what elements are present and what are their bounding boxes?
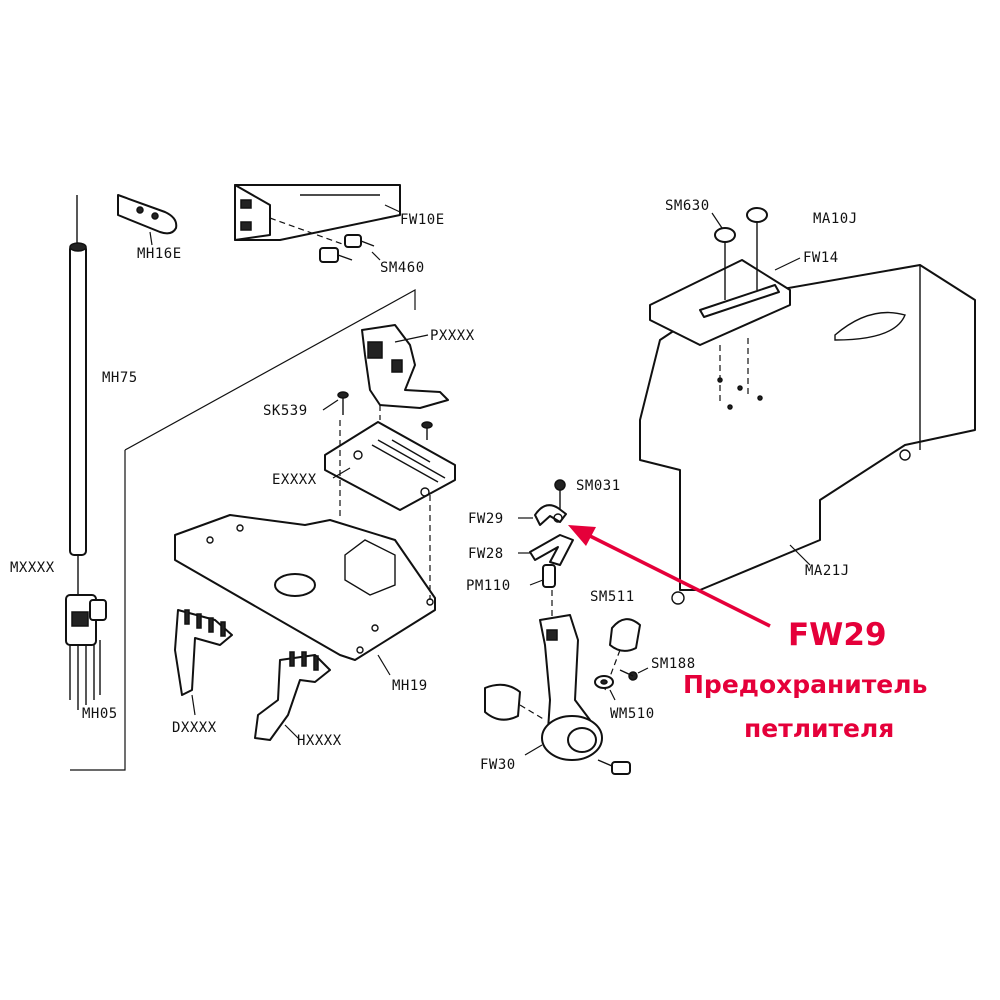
label-sm188: SM188: [651, 656, 696, 672]
label-fw30: FW30: [480, 757, 516, 773]
label-fw28: FW28: [468, 546, 504, 562]
callout-fw29: FW29 Предохранитель петлителя: [568, 525, 927, 743]
feed-dog-hxxxx: [254, 651, 331, 741]
label-sm031: SM031: [576, 478, 621, 494]
callout-arrow-line: [587, 533, 771, 628]
bracket-mh16e: [117, 194, 178, 246]
label-ma10j: MA10J: [813, 211, 858, 227]
label-sm630: SM630: [665, 198, 710, 214]
callout-code: FW29: [788, 617, 887, 653]
spring-fw28: [518, 534, 574, 566]
label-sk539: SK539: [263, 403, 308, 419]
screws-sk539: [322, 391, 433, 440]
label-mh05: MH05: [82, 706, 118, 722]
presser-foot-pxxxx: [361, 324, 449, 420]
plate-fw14: [649, 257, 801, 405]
label-fw10e: FW10E: [400, 212, 445, 228]
label-wm510: WM510: [610, 706, 655, 722]
callout-description-line1: Предохранитель: [683, 670, 927, 699]
washer-wm510: [594, 675, 616, 701]
label-mh16e: MH16E: [137, 246, 182, 262]
label-pxxxx: PXXXX: [430, 328, 475, 344]
screws-sm460: [319, 234, 381, 263]
label-mh19: MH19: [392, 678, 428, 694]
label-exxxx: EXXXX: [272, 472, 317, 488]
screw-sm188: [619, 667, 649, 681]
callout-description-line2: петлителя: [744, 714, 894, 743]
base-plate-mh19: [174, 420, 436, 676]
throat-plate-exxxx: [324, 421, 456, 511]
label-fw14: FW14: [803, 250, 839, 266]
needle-clamp-mxxxx: [65, 594, 107, 710]
label-ma21j: MA21J: [805, 563, 850, 579]
needle-bar-mh75: [69, 195, 87, 600]
looper-guard-fw29: [518, 504, 567, 526]
screw-fw30-bottom: [597, 759, 631, 775]
screw-sm031: [554, 479, 566, 510]
label-sm460: SM460: [380, 260, 425, 276]
label-mh75: MH75: [102, 370, 138, 386]
looper-holder-fw30: [484, 590, 603, 761]
label-mxxxx: MXXXX: [10, 560, 55, 576]
label-fw29: FW29: [468, 511, 504, 527]
pin-pm110: [529, 564, 556, 588]
feed-dog-dxxxx: [174, 609, 233, 716]
label-dxxxx: DXXXX: [172, 720, 217, 736]
label-pm110: PM110: [466, 578, 511, 594]
label-hxxxx: HXXXX: [297, 733, 342, 749]
label-sm511: SM511: [590, 589, 635, 605]
block-fw10e: [234, 184, 401, 246]
callout-arrow-head: [568, 525, 596, 546]
screws-sm630: [711, 207, 768, 300]
